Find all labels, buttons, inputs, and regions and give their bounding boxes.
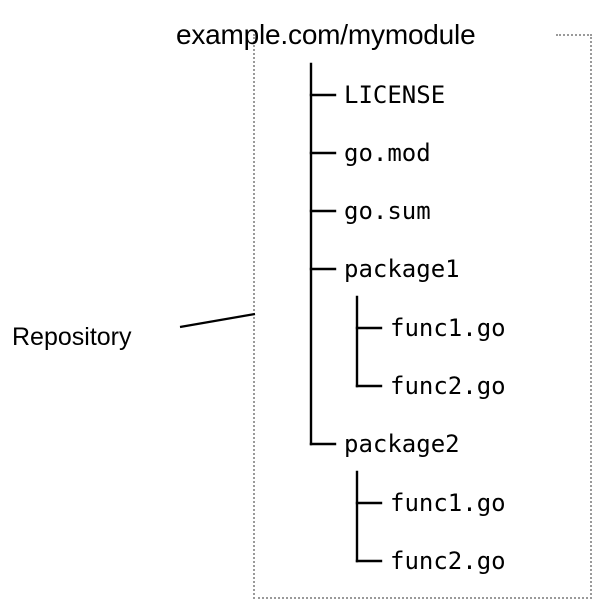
repository-callout-label: Repository — [12, 323, 132, 351]
tree-item-go-sum: go.sum — [344, 197, 431, 225]
tree-item-package1: package1 — [344, 255, 460, 283]
repository-leader-line — [179, 312, 256, 329]
tree-item-package1-func1-go: func1.go — [390, 314, 506, 342]
tree-item-license: LICENSE — [344, 81, 446, 109]
tree-item-package2-func2-go: func2.go — [390, 547, 506, 575]
tree-item-package2: package2 — [344, 430, 460, 458]
tree-item-package2-func1-go: func1.go — [390, 489, 506, 517]
tree-item-go-mod: go.mod — [344, 139, 431, 167]
repository-boundary-box — [253, 34, 592, 599]
module-path-title: example.com/mymodule — [176, 19, 476, 50]
repository-boundary-top-segment — [556, 34, 592, 36]
tree-item-package1-func2-go: func2.go — [390, 372, 506, 400]
